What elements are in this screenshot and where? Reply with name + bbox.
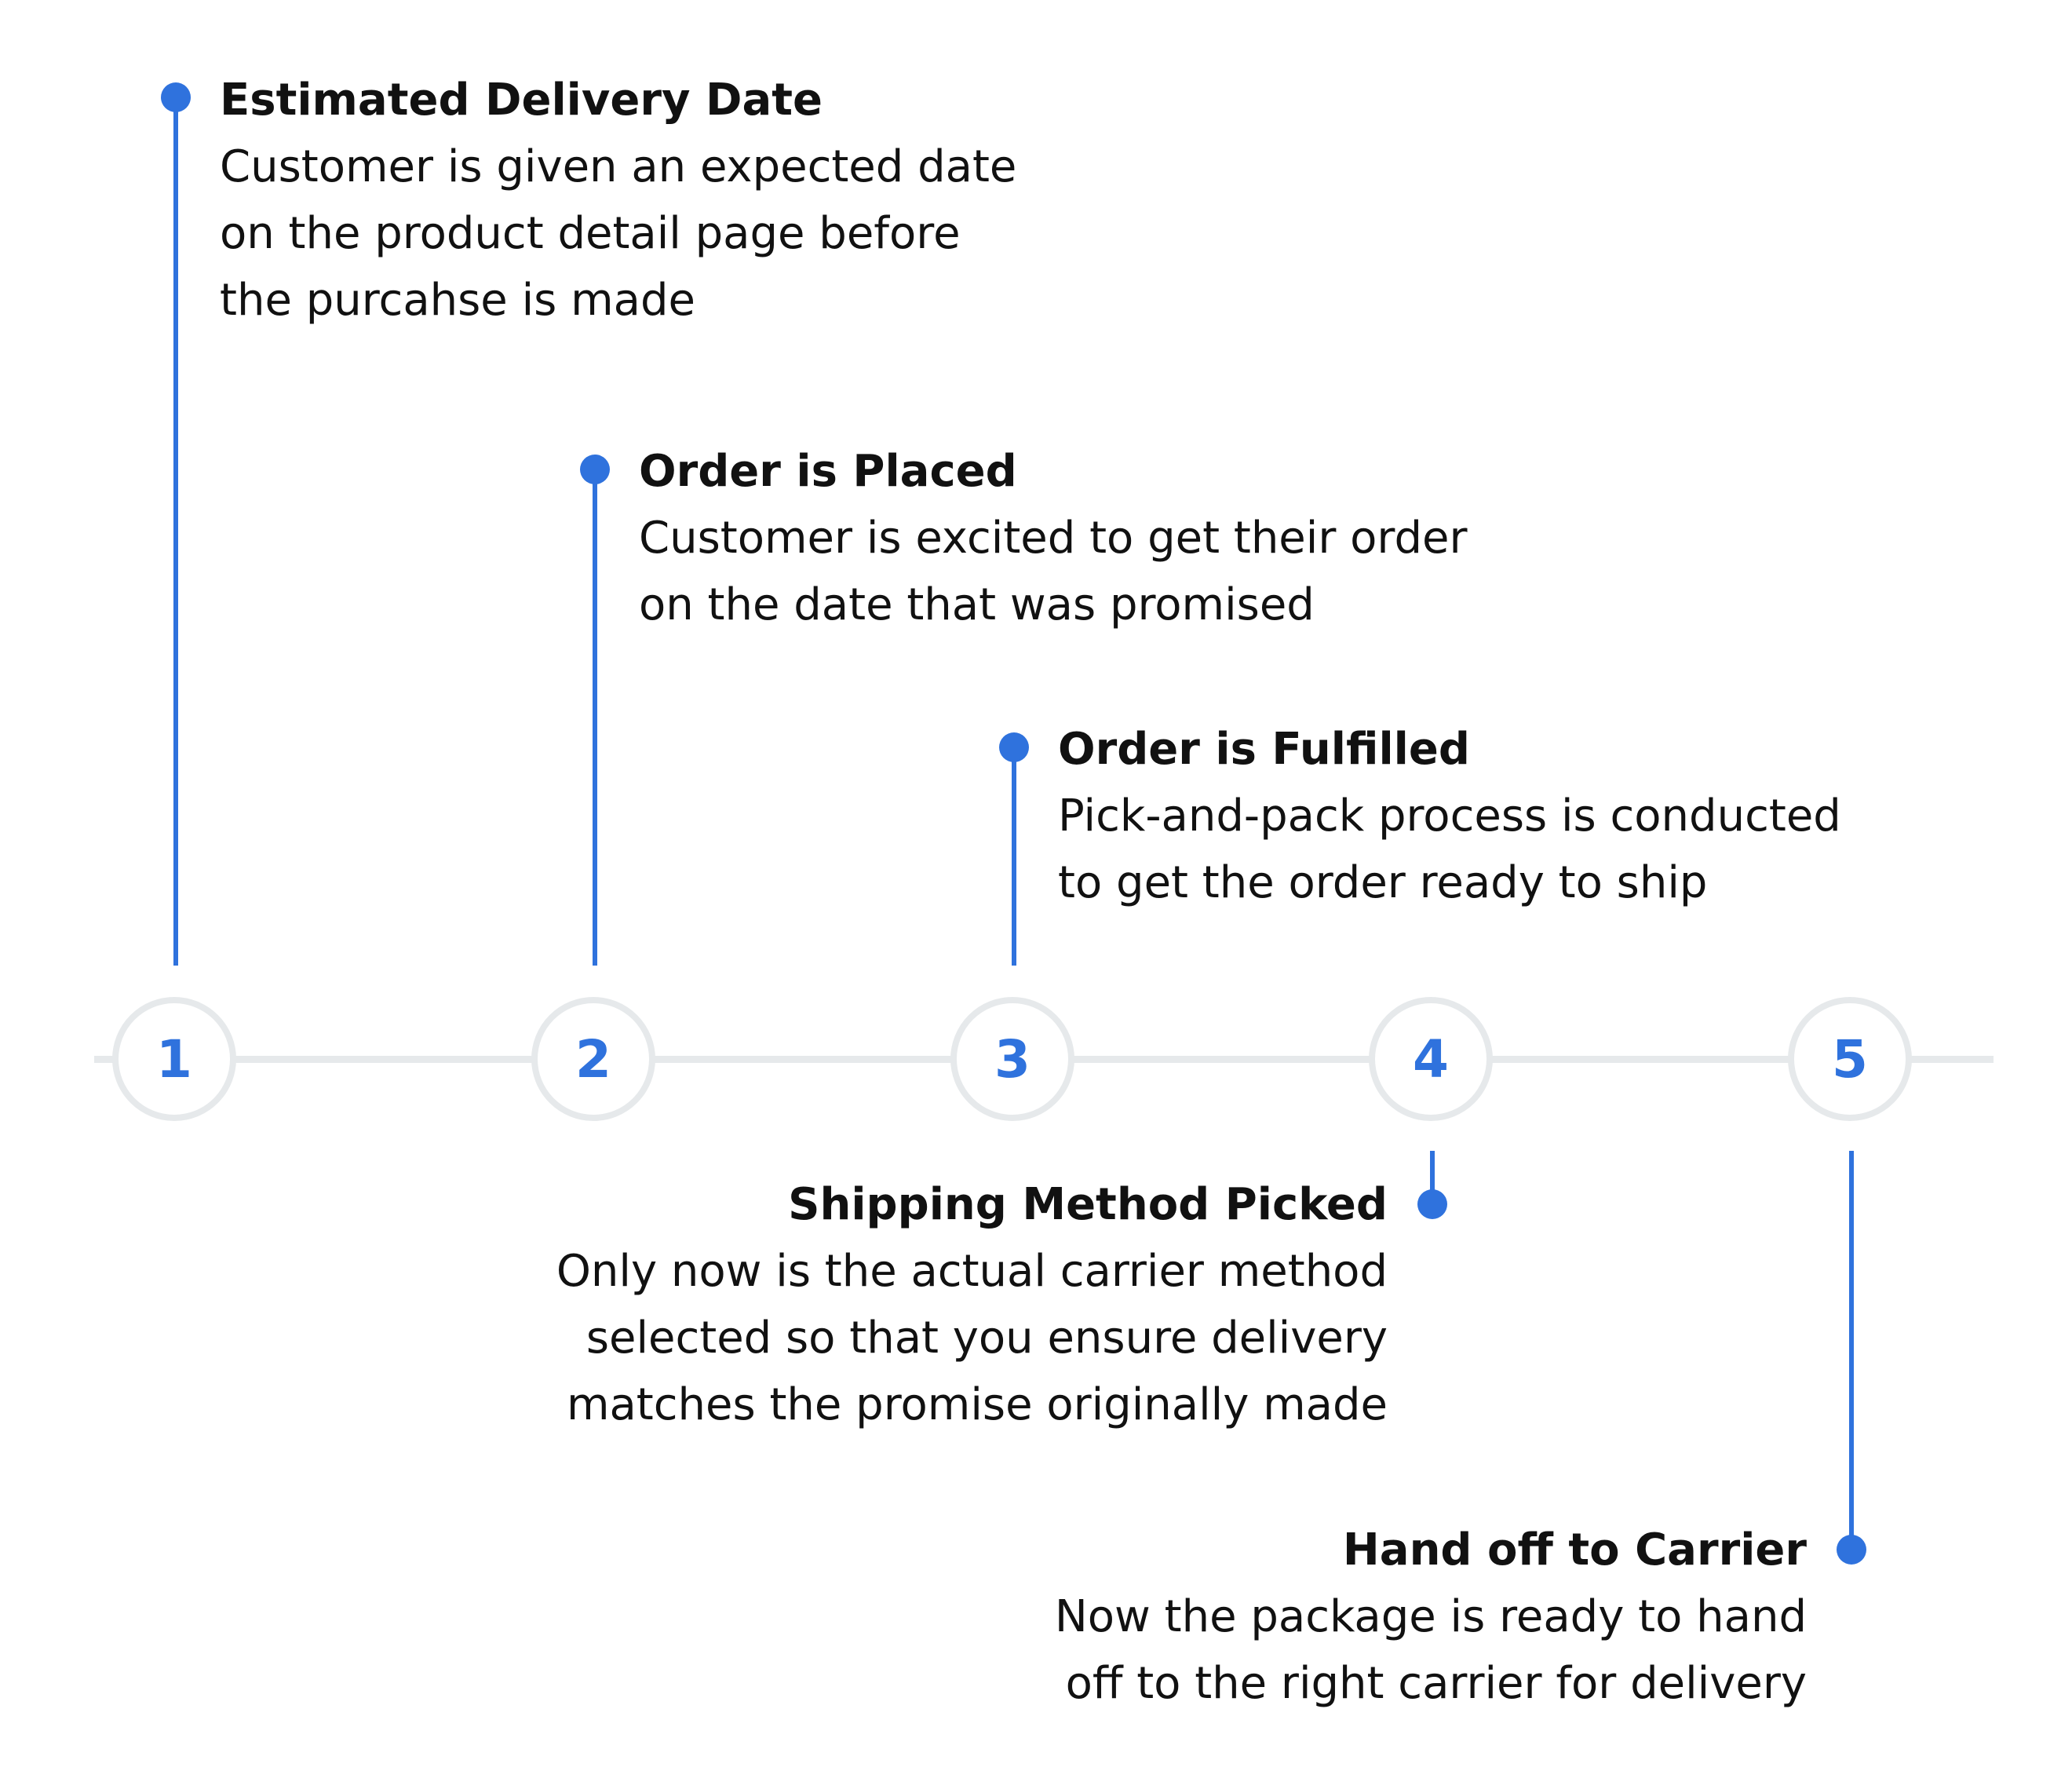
step-4-circle: 4: [1369, 997, 1493, 1121]
step-3-marker-dot: [999, 732, 1029, 762]
step-4-marker-dot: [1417, 1189, 1447, 1219]
step-2-marker-dot: [580, 455, 610, 484]
step-4-desc-line: selected so that you ensure delivery: [585, 1313, 1388, 1364]
step-5-number: 5: [1832, 1028, 1868, 1090]
step-3-circle: 3: [950, 997, 1074, 1121]
step-4-connector: [1430, 1151, 1435, 1204]
step-2-text: Order is Placed Customer is excited to g…: [639, 438, 1467, 638]
step-5-desc-line: off to the right carrier for delivery: [1065, 1658, 1807, 1709]
step-1-marker-dot: [161, 82, 191, 112]
step-5-circle: 5: [1788, 997, 1912, 1121]
step-4-number: 4: [1413, 1028, 1449, 1090]
step-3-number: 3: [994, 1028, 1031, 1090]
step-5-desc-line: Now the package is ready to hand: [1054, 1591, 1807, 1642]
step-3-text: Order is Fulfilled Pick-and-pack process…: [1058, 716, 1841, 916]
step-1-desc-line: the purcahse is made: [220, 275, 695, 326]
step-1-text: Estimated Delivery Date Customer is give…: [220, 67, 1016, 334]
step-2-number: 2: [575, 1028, 611, 1090]
step-4-desc-line: matches the promise originally made: [566, 1379, 1388, 1430]
step-3-desc-line: to get the order ready to ship: [1058, 857, 1708, 908]
step-3-connector: [1012, 747, 1016, 966]
step-2-connector: [593, 469, 597, 966]
step-4-text: Shipping Method Picked Only now is the a…: [556, 1171, 1388, 1438]
step-1-title: Estimated Delivery Date: [220, 75, 823, 126]
step-1-connector: [173, 97, 178, 966]
step-5-marker-dot: [1837, 1535, 1866, 1565]
step-4-title: Shipping Method Picked: [788, 1179, 1388, 1230]
step-1-number: 1: [156, 1028, 192, 1090]
step-3-desc-line: Pick-and-pack process is conducted: [1058, 791, 1841, 842]
step-1-desc-line: on the product detail page before: [220, 208, 961, 259]
step-2-desc-line: Customer is excited to get their order: [639, 513, 1468, 564]
step-1-desc-line: Customer is given an expected date: [220, 141, 1017, 192]
step-4-desc-line: Only now is the actual carrier method: [556, 1246, 1388, 1297]
step-5-title: Hand off to Carrier: [1342, 1525, 1807, 1576]
step-2-desc-line: on the date that was promised: [639, 579, 1315, 630]
step-5-text: Hand off to Carrier Now the package is r…: [1055, 1517, 1807, 1717]
step-3-title: Order is Fulfilled: [1058, 724, 1470, 775]
step-1-circle: 1: [112, 997, 236, 1121]
step-2-title: Order is Placed: [639, 446, 1017, 497]
step-5-connector: [1849, 1151, 1854, 1550]
step-2-circle: 2: [531, 997, 655, 1121]
